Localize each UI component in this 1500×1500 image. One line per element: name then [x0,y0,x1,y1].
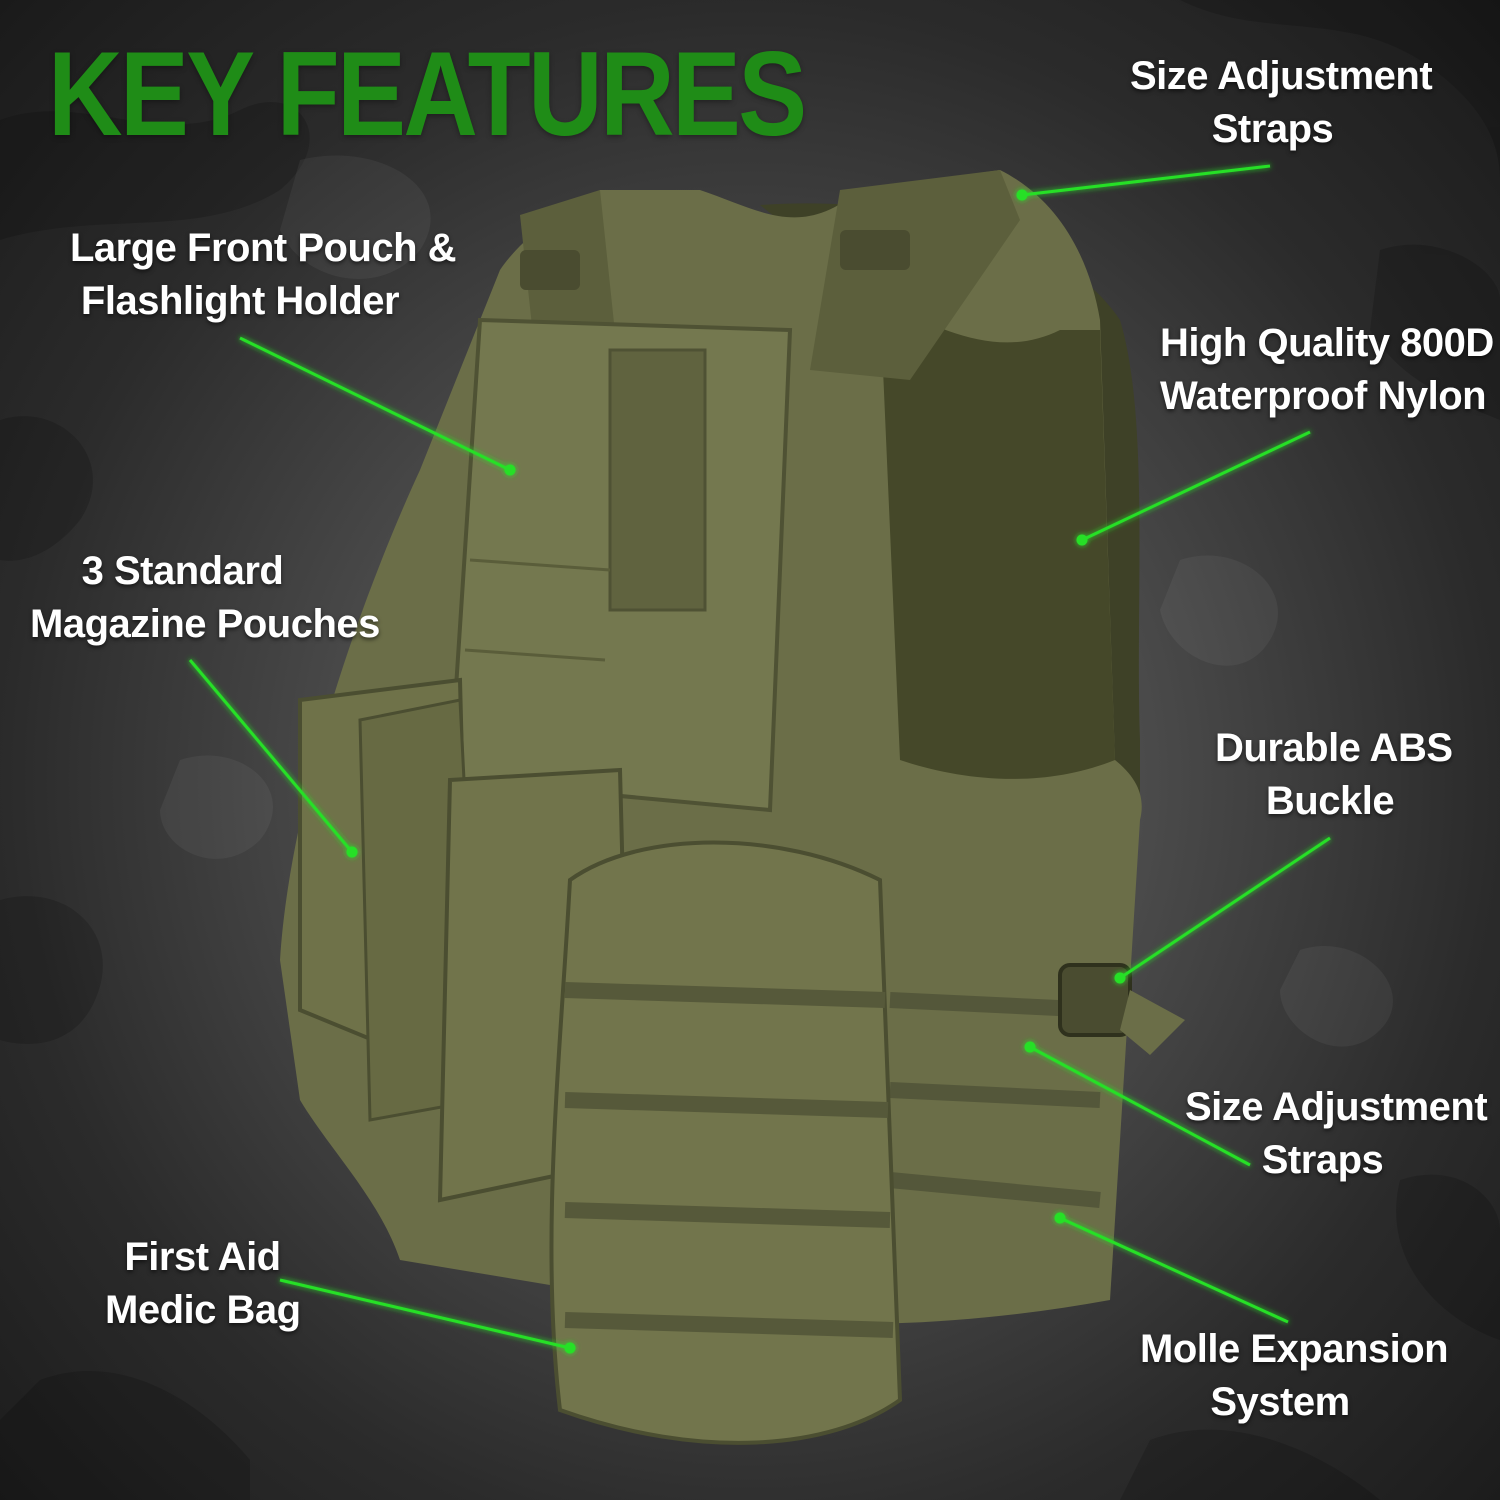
callout-nylon: High Quality 800D Waterproof Nylon [1160,317,1494,423]
front-pouch [447,317,793,813]
callout-line: Flashlight Holder [80,279,400,323]
callout-molle: Molle Expansion System [1140,1323,1449,1429]
callout-magazine-pouches: 3 Standard Magazine Pouches [30,545,380,651]
callout-line: High Quality 800D [1160,321,1494,365]
callout-line: First Aid [124,1235,281,1279]
callout-first-aid: First Aid Medic Bag [105,1231,301,1337]
callout-line: 3 Standard [81,549,284,593]
callout-line: Waterproof Nylon [1160,374,1487,418]
callout-line: Molle Expansion [1140,1327,1449,1371]
callout-line: Magazine Pouches [30,602,380,646]
callout-line: System [1210,1380,1350,1424]
callout-line: Straps [1261,1138,1384,1182]
buckle [1058,963,1185,1055]
callout-line: Large Front Pouch & [70,226,457,270]
callout-front-pouch: Large Front Pouch & Flashlight Holder [70,222,457,328]
callout-line: Size Adjustment [1130,54,1433,98]
page-title: KEY FEATURES [48,27,807,161]
callout-size-adjustment-side: Size Adjustment Straps [1185,1081,1488,1187]
callout-line: Buckle [1265,779,1395,823]
callout-size-adjustment-top: Size Adjustment Straps [1130,50,1433,156]
callout-line: Size Adjustment [1185,1085,1488,1129]
callout-line: Durable ABS [1215,726,1453,770]
medic-bag [549,840,903,1445]
callout-line: Straps [1211,107,1334,151]
callout-line: Medic Bag [105,1288,301,1332]
callout-buckle: Durable ABS Buckle [1215,722,1453,828]
